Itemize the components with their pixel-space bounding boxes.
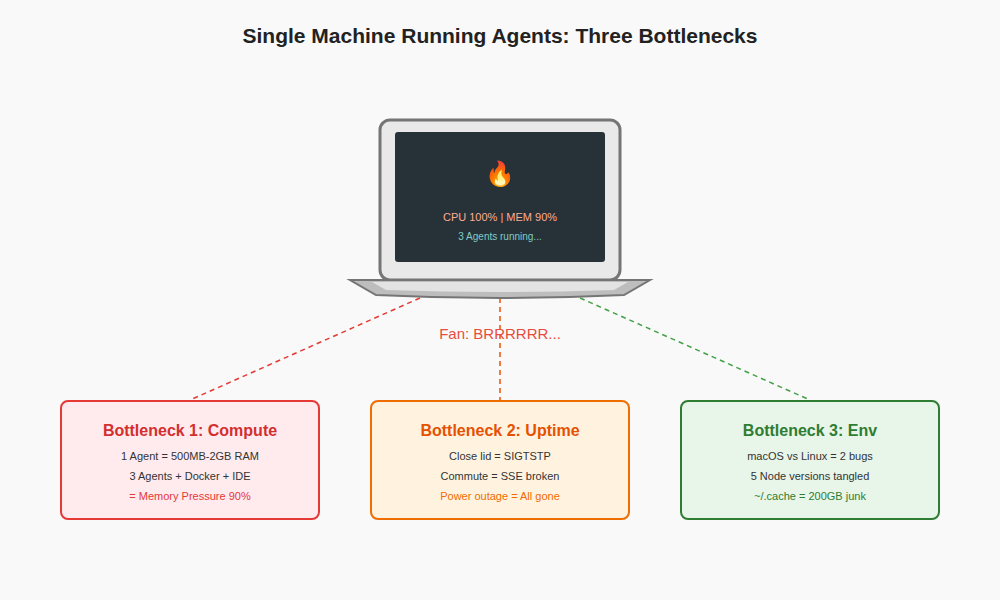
fan-noise-note: Fan: BRRRRRR... [380, 324, 620, 344]
laptop-base-highlight [372, 282, 628, 292]
box-detail: macOS vs Linux = 2 bugs [682, 449, 938, 463]
laptop-outline [350, 118, 650, 298]
bottleneck-box: Bottleneck 1: Compute 1 Agent = 500MB-2GB… [60, 400, 320, 520]
bottleneck-box: Bottleneck 3: Env macOS vs Linux = 2 bugs… [680, 400, 940, 520]
box-result: ~/.cache = 200GB junk [682, 489, 938, 503]
box-detail: Commute = SSE broken [372, 469, 628, 483]
status-line: 3 Agents running... [395, 230, 605, 244]
diagram-title: Single Machine Running Agents: Three Bot… [0, 22, 1000, 50]
laptop-bezel [380, 120, 620, 280]
box-result: = Memory Pressure 90% [62, 489, 318, 503]
box-detail: 3 Agents + Docker + IDE [62, 469, 318, 483]
box-detail: 1 Agent = 500MB-2GB RAM [62, 449, 318, 463]
box-heading: Bottleneck 1: Compute [62, 420, 318, 442]
laptop-base [350, 280, 650, 298]
box-detail: 5 Node versions tangled [682, 469, 938, 483]
laptop-screen: 🔥 CPU 100% | MEM 90% 3 Agents running... [350, 118, 650, 298]
dashed-connector [580, 298, 810, 400]
box-heading: Bottleneck 2: Uptime [372, 420, 628, 442]
bottleneck-box: Bottleneck 2: UptimeClose lid = SIGTSTP C… [370, 400, 630, 520]
dashed-connector [190, 298, 420, 400]
box-detail: Close lid = SIGTSTP [372, 449, 628, 463]
fire-icon: 🔥 [395, 158, 605, 190]
box-result: Power outage = All gone [372, 489, 628, 503]
cpu-mem-stat: CPU 100% | MEM 90% [395, 210, 605, 224]
laptop-display [395, 132, 605, 262]
dashed-connector [499, 298, 501, 400]
box-heading: Bottleneck 3: Env [682, 420, 938, 442]
